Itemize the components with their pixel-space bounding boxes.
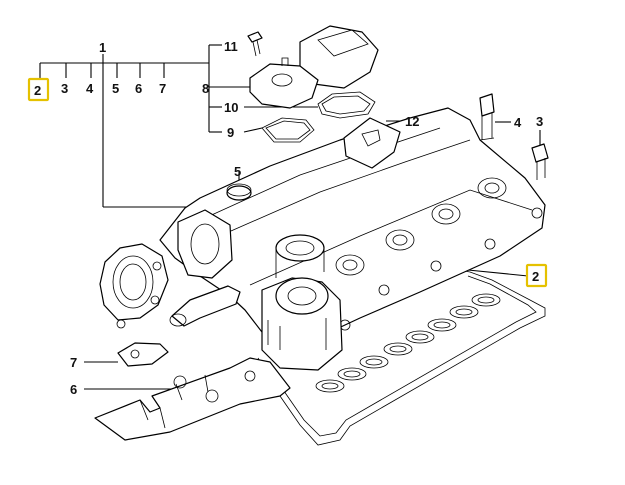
oil-filler-cap [343, 117, 401, 169]
heat-shield-plate [94, 357, 291, 441]
stud-4 [479, 93, 495, 141]
callout-7: 7 [159, 81, 166, 96]
callout-4: 4 [86, 81, 94, 96]
callout-2-right: 2 [532, 269, 539, 284]
bolt-3 [531, 143, 549, 180]
callout-11: 11 [224, 39, 238, 54]
callout-6-shield: 6 [70, 382, 77, 397]
spark-plug-towers [335, 177, 507, 276]
intake-flange [99, 243, 169, 321]
callout-5-cap: 5 [234, 164, 241, 179]
breather-pipe [171, 285, 241, 327]
gasket-10 [317, 91, 376, 119]
callout-12: 12 [405, 114, 419, 129]
callout-2-highlight-right [525, 263, 548, 288]
parts-illustration [94, 25, 549, 446]
callout-3: 3 [61, 81, 68, 96]
callout-8: 8 [202, 81, 209, 96]
cover-gasket-outline [257, 267, 546, 446]
callout-3-right: 3 [536, 114, 543, 129]
callout-labels: 1 2 3 4 5 6 7 8 11 10 9 12 4 3 5 2 7 6 [34, 39, 543, 397]
cover-cap [226, 185, 252, 201]
callout-4-right: 4 [514, 115, 522, 130]
callout-10: 10 [224, 100, 238, 115]
small-gasket [117, 342, 169, 367]
callout-2-highlight-left [27, 77, 50, 102]
callout-6: 6 [135, 81, 142, 96]
gasket-9 [261, 117, 315, 143]
bolt-11 [247, 31, 263, 43]
callout-9: 9 [227, 125, 234, 140]
spark-plug-gaskets [315, 293, 501, 393]
callout-7-gasket: 7 [70, 355, 77, 370]
callout-1: 1 [99, 40, 106, 55]
callout-5: 5 [112, 81, 119, 96]
callout-2: 2 [34, 83, 41, 98]
